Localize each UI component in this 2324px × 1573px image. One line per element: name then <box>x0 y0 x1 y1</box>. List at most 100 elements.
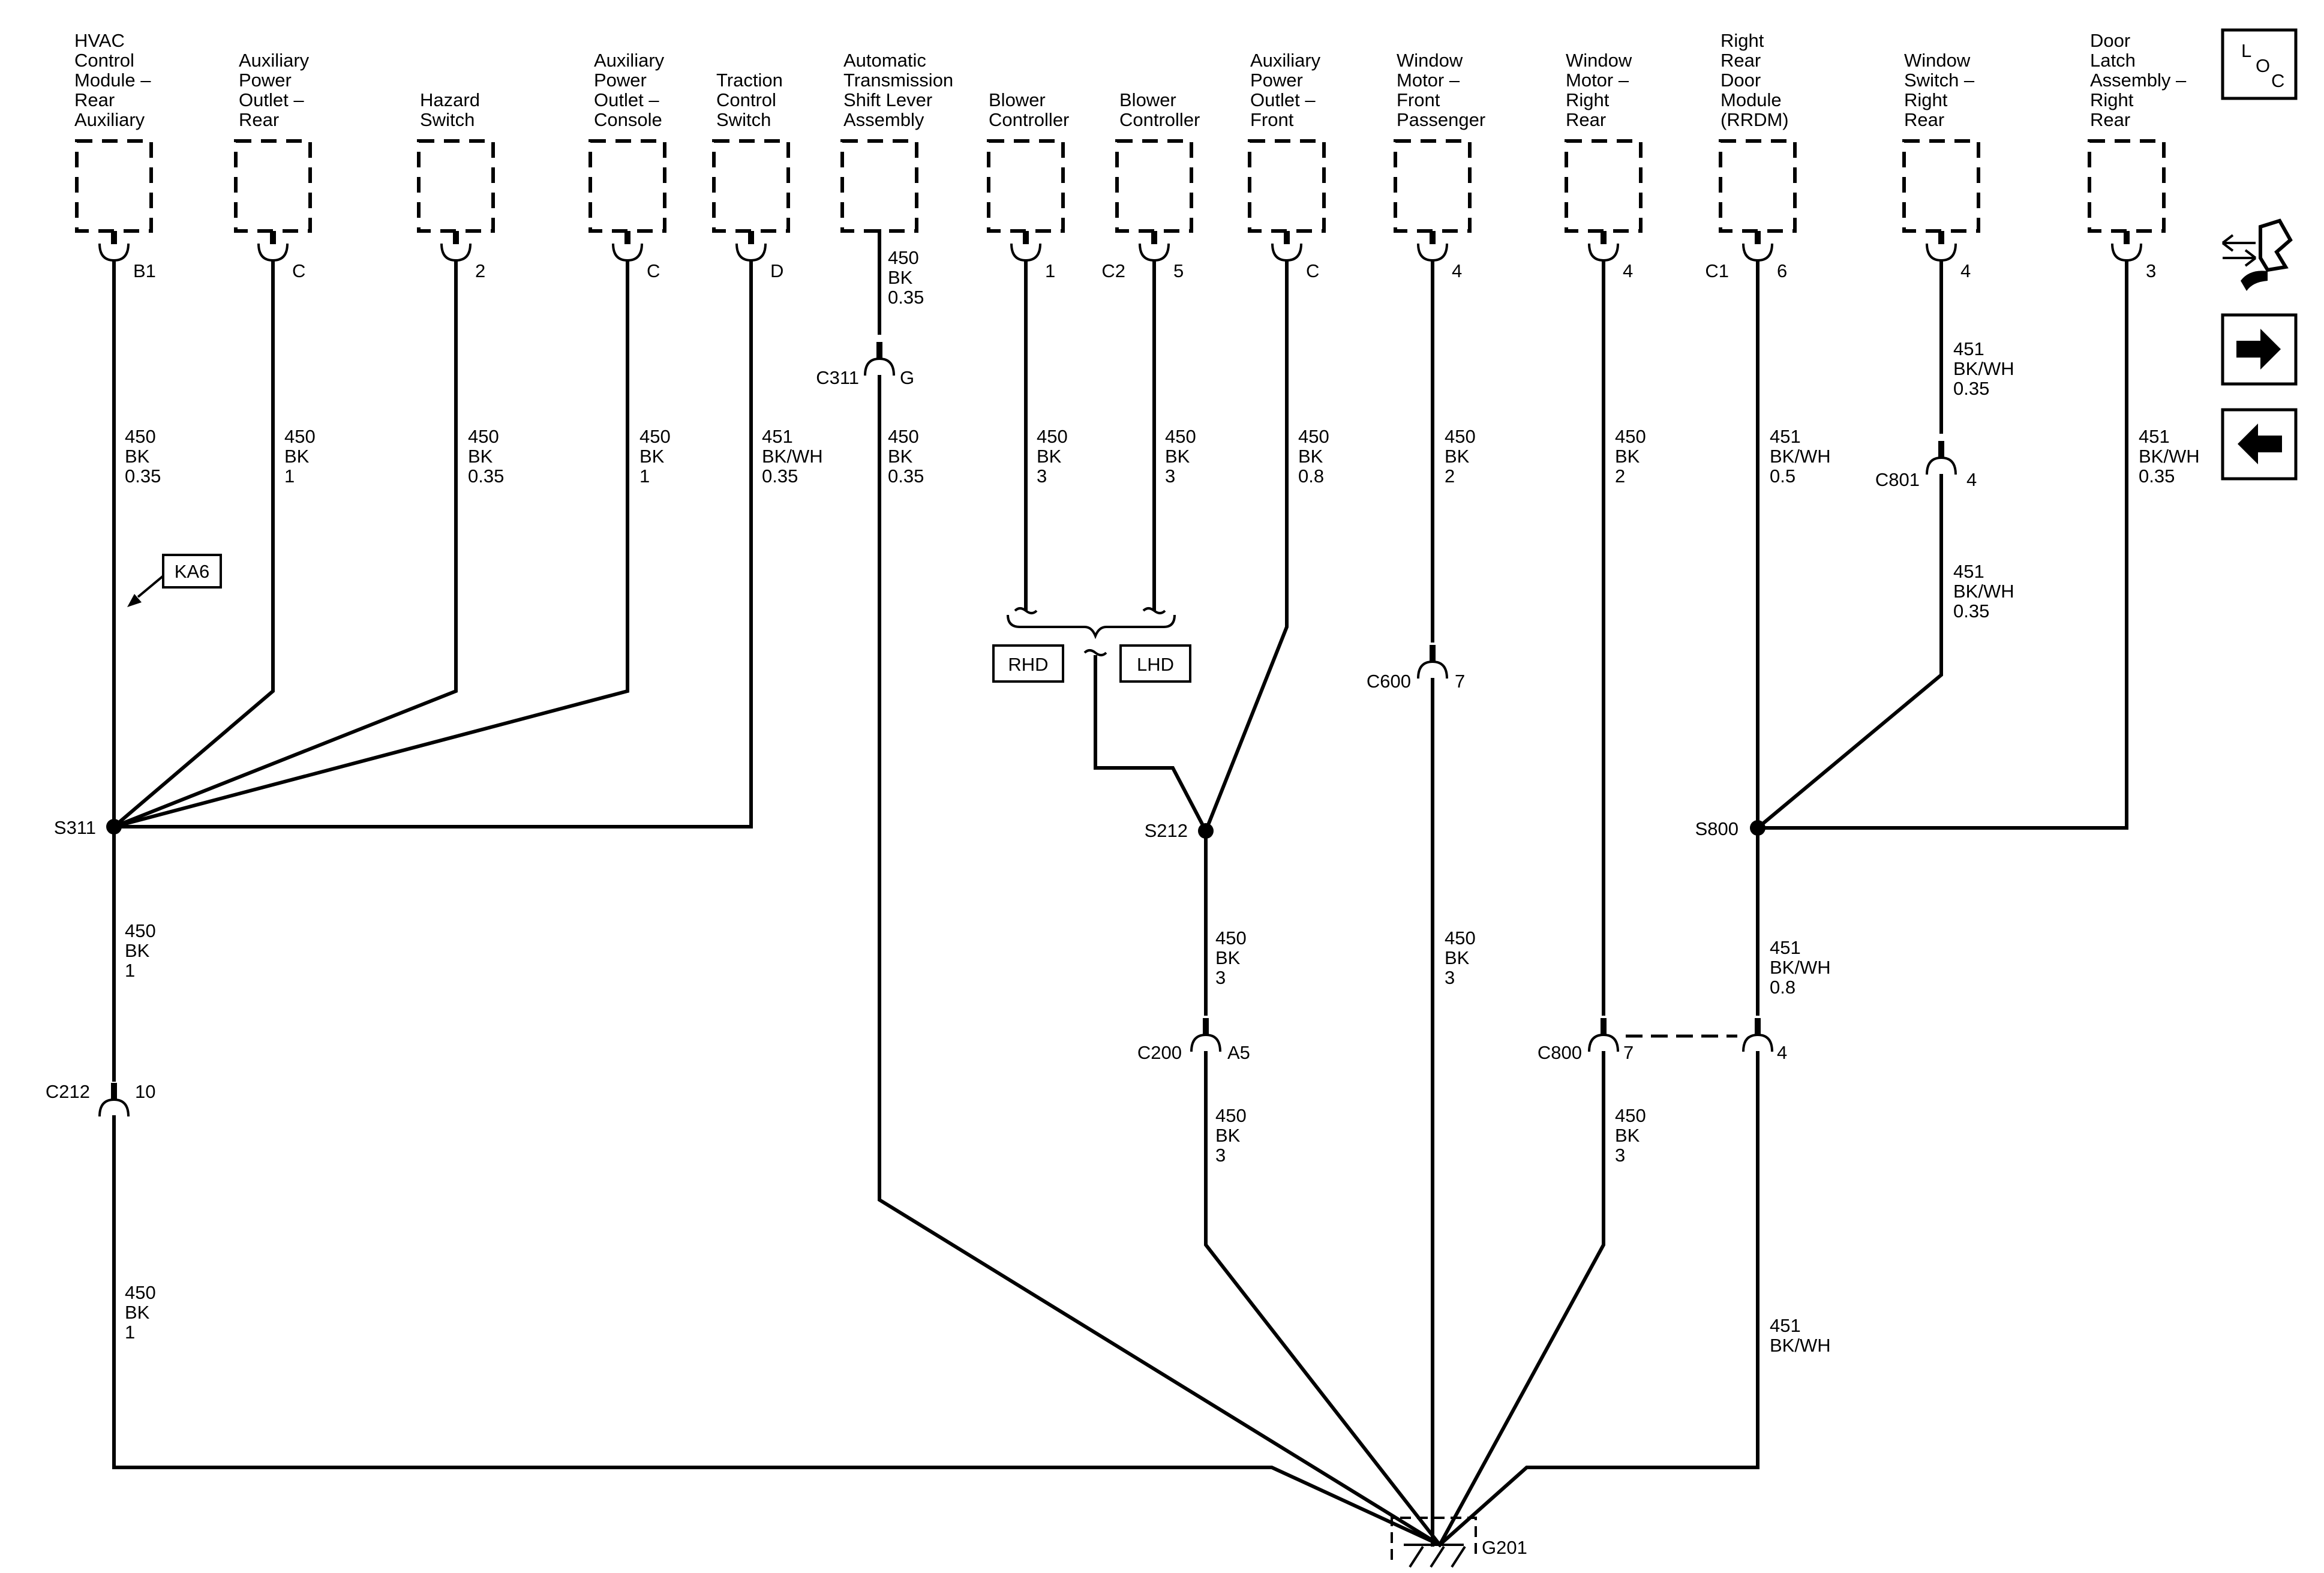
wire-label-line: BK/WH <box>1770 1335 1831 1356</box>
wire-label-line: BK <box>1215 947 1241 968</box>
wire-label-line: 450 <box>125 1282 156 1303</box>
pin-number: C <box>292 260 305 281</box>
connector-c200-pin: A5 <box>1227 1042 1250 1063</box>
pin-number: 1 <box>1045 260 1055 281</box>
pin-number: D <box>770 260 783 281</box>
terminal-socket <box>612 243 643 262</box>
component-label: Hazard <box>420 89 480 110</box>
wire-label-line: 450 <box>1215 1105 1247 1126</box>
wire-label-line: 450 <box>1615 1105 1646 1126</box>
component-label: Rear <box>1721 50 1761 71</box>
component-box <box>1394 139 1472 233</box>
terminal-socket <box>2111 243 2142 262</box>
wire-label-line: 1 <box>639 466 650 487</box>
connector-socket <box>98 1098 130 1117</box>
terminal-pin <box>1151 231 1157 244</box>
component-label: Controller <box>1119 109 1200 130</box>
component-label: Rear <box>2090 109 2130 130</box>
wire-traction <box>112 260 753 828</box>
wire-rrdm-ground <box>1437 1051 1759 1548</box>
terminal-pin <box>1023 231 1029 244</box>
component-label: HVAC <box>74 30 125 51</box>
component-label: Right <box>1904 89 1948 110</box>
connector-c800 <box>1588 1018 1619 1052</box>
pin-number: C <box>647 260 660 281</box>
component-label: Assembly – <box>2090 70 2187 91</box>
pin-number: 4 <box>1452 260 1462 281</box>
connector-c212-pin: 10 <box>135 1081 155 1102</box>
wire-c200-ground <box>1204 1051 1443 1548</box>
splice-label: S311 <box>54 817 96 838</box>
wire-label-line: BK <box>125 940 150 961</box>
terminal-socket <box>1588 243 1619 262</box>
wire-label-line: 450 <box>1298 426 1329 447</box>
connector-c600-pin: 7 <box>1455 671 1465 692</box>
component-label: Door <box>1721 70 1761 91</box>
harness-routing-icon[interactable] <box>2221 218 2293 291</box>
component-label: Rear <box>74 89 115 110</box>
wire-label-line: 451 <box>1953 561 1984 582</box>
component-label: Console <box>594 109 662 130</box>
wire-label-line: 450 <box>1037 426 1068 447</box>
wire-label-line: BK <box>125 446 150 467</box>
connector-socket <box>864 357 895 376</box>
component-label: Rear <box>1904 109 1944 130</box>
previous-arrow-icon[interactable] <box>2221 408 2298 481</box>
connector-pin <box>876 342 882 359</box>
splice-label: S800 <box>1695 818 1739 839</box>
connector-id: C1 <box>1705 260 1729 281</box>
wire-label-line: 0.35 <box>125 466 161 487</box>
component-label: Switch <box>420 109 475 130</box>
connector-c800-right <box>1742 1018 1773 1052</box>
component-box <box>75 139 153 233</box>
wire-label-line: 451 <box>1953 338 1984 359</box>
loc-icon[interactable]: LOC <box>2221 28 2298 100</box>
option-rhd: RHD <box>992 644 1064 683</box>
wire-label-line: 1 <box>125 960 135 981</box>
wire-label-line: 450 <box>1165 426 1196 447</box>
connector-c801 <box>1926 441 1957 475</box>
component-label: Power <box>1250 70 1303 91</box>
wire-label-line: BK <box>125 1302 150 1323</box>
terminal-pin <box>453 231 459 244</box>
wire-label-line: 0.35 <box>888 466 924 487</box>
pin-number: 4 <box>1960 260 1971 281</box>
wire-label-line: 451 <box>1770 426 1801 447</box>
terminal-socket <box>1271 243 1302 262</box>
wire-label-line: 2 <box>1615 466 1625 487</box>
wire-label-line: BK/WH <box>1953 581 2014 602</box>
terminal-pin <box>1430 231 1436 244</box>
wire-label-line: 0.35 <box>1953 601 1989 622</box>
connector-socket <box>1417 660 1448 679</box>
component-label: Outlet – <box>594 89 659 110</box>
component-box <box>840 139 918 233</box>
component-label: Outlet – <box>1250 89 1316 110</box>
component-box <box>417 139 495 233</box>
pin-number: B1 <box>133 260 156 281</box>
wire-apo-console <box>112 260 629 829</box>
terminal-socket <box>1742 243 1773 262</box>
option-ka6-label: KA6 <box>175 561 210 582</box>
component-box <box>1565 139 1643 233</box>
wire-label-line: 2 <box>1445 466 1455 487</box>
wire-apo-front <box>1203 260 1289 833</box>
next-arrow-icon[interactable] <box>2221 313 2298 386</box>
terminal-socket <box>440 243 472 262</box>
wire-label-line: 450 <box>284 426 316 447</box>
wire-label-line: 1 <box>125 1322 135 1343</box>
connector-c600 <box>1417 645 1448 679</box>
wire-hazard <box>112 260 458 829</box>
wire-label-line: 0.35 <box>762 466 798 487</box>
